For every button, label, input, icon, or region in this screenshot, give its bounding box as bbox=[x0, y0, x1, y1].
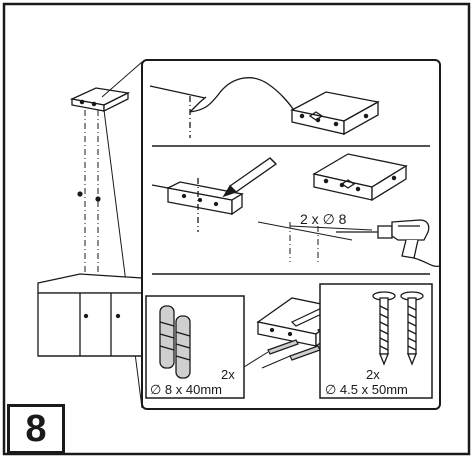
step-number-box: 8 bbox=[7, 404, 65, 454]
row1-wall-marking bbox=[149, 77, 296, 138]
cabinet-icon bbox=[37, 273, 143, 357]
row2-shelf-bracket-icon bbox=[312, 153, 408, 202]
row2-bracket-marking bbox=[151, 178, 244, 232]
plugs-dimensions: ∅ 8 x 40mm bbox=[150, 382, 223, 397]
step-number: 8 bbox=[25, 408, 47, 450]
row1-shelf-bracket-icon bbox=[290, 91, 380, 136]
page-frame bbox=[2, 2, 471, 456]
wall-bracket-icon bbox=[69, 87, 131, 113]
wall-screws-icon bbox=[77, 191, 101, 202]
screw-icon bbox=[372, 291, 424, 366]
panel-separators bbox=[152, 145, 430, 275]
drill-icon bbox=[336, 219, 441, 268]
drill-size-label: 2 x ∅ 8 bbox=[300, 211, 347, 227]
screws-quantity: 2x bbox=[366, 367, 380, 382]
plugs-quantity: 2x bbox=[221, 367, 235, 382]
screws-dimensions: ∅ 4.5 x 50mm bbox=[325, 382, 408, 397]
guide-lines bbox=[84, 110, 99, 288]
magnifier-lines bbox=[101, 61, 143, 409]
pencil-icon bbox=[222, 157, 278, 198]
drill-target-lines bbox=[257, 221, 373, 262]
wall-plug-icon bbox=[159, 305, 191, 379]
